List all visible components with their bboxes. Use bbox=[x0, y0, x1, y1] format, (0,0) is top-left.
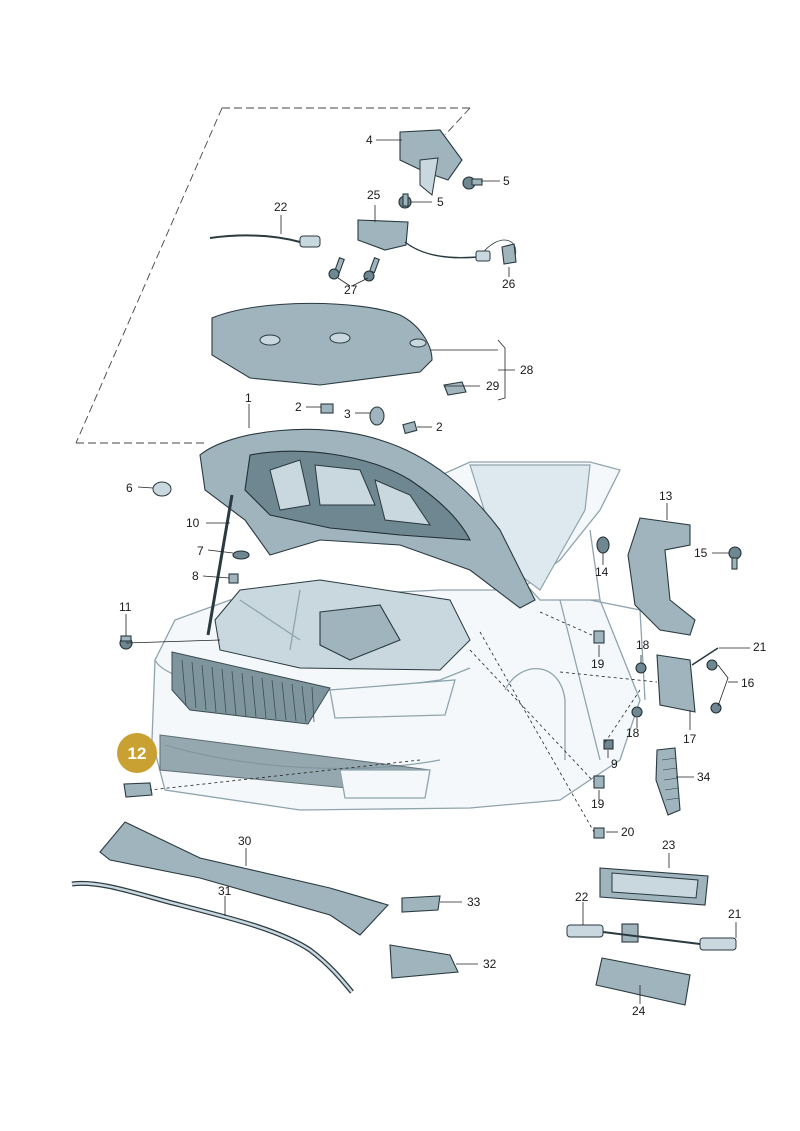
bolt-27a bbox=[328, 257, 345, 280]
callout-2b: 2 bbox=[436, 420, 443, 434]
seal-31-inner bbox=[71, 882, 353, 993]
bolt-27b bbox=[363, 257, 380, 282]
hood-lock bbox=[357, 219, 409, 251]
callout-5b: 5 bbox=[437, 195, 444, 209]
hood-lock-cover bbox=[399, 129, 463, 181]
callout-9: 9 bbox=[611, 757, 618, 771]
callout-25: 25 bbox=[367, 188, 381, 202]
bolt-5a bbox=[462, 176, 483, 190]
car-body bbox=[151, 461, 646, 811]
callout-34: 34 bbox=[697, 770, 711, 784]
callout-23: 23 bbox=[662, 838, 676, 852]
highlight-badge-12[interactable]: 12 bbox=[117, 733, 157, 773]
highlight-badge-label: 12 bbox=[128, 744, 147, 763]
insulation-hole-c bbox=[409, 338, 427, 348]
callout-1: 1 bbox=[245, 391, 252, 405]
callout-19a: 19 bbox=[591, 657, 605, 671]
hood-strut bbox=[206, 494, 234, 636]
buffer-3 bbox=[369, 406, 385, 426]
cable-loop bbox=[479, 239, 517, 257]
callout-28: 28 bbox=[520, 363, 534, 377]
bolt-18b bbox=[631, 706, 643, 718]
nut-16a bbox=[706, 659, 718, 671]
trim-cover-24 bbox=[595, 957, 691, 1006]
highlight-badge-circle bbox=[117, 733, 157, 773]
cable-end bbox=[299, 235, 321, 248]
cable-assembly bbox=[566, 923, 737, 951]
callout-2a: 2 bbox=[295, 400, 302, 414]
callout-16: 16 bbox=[741, 676, 755, 690]
water-deflector-30 bbox=[99, 821, 390, 936]
plug-20 bbox=[593, 827, 605, 839]
callout-4: 4 bbox=[366, 133, 373, 147]
callout-6: 6 bbox=[126, 481, 133, 495]
buffer-2b bbox=[402, 420, 418, 435]
callout-20: 20 bbox=[621, 825, 635, 839]
callout-22b: 22 bbox=[575, 890, 589, 904]
buffer-6 bbox=[152, 481, 172, 497]
callout-3: 3 bbox=[344, 407, 351, 421]
callout-5a: 5 bbox=[503, 174, 510, 188]
clip-14 bbox=[596, 536, 610, 554]
clip-29 bbox=[443, 381, 467, 396]
clip-8 bbox=[228, 573, 239, 584]
housing-inner bbox=[611, 872, 699, 899]
clip-19b bbox=[593, 775, 605, 789]
callout-27: 27 bbox=[344, 283, 358, 297]
callout-21b: 21 bbox=[728, 907, 742, 921]
callout-19b: 19 bbox=[591, 797, 605, 811]
grille-slats bbox=[181, 659, 315, 723]
hood-lock-hook bbox=[419, 157, 439, 196]
leader-lines bbox=[125, 139, 750, 1004]
wheel-housing-13 bbox=[627, 517, 696, 636]
callout-labels: 4 5 5 25 22 27 26 28 29 1 2 3 2 6 10 7 8… bbox=[119, 133, 767, 1018]
bolt-9 bbox=[603, 739, 614, 750]
callout-18b: 18 bbox=[626, 726, 640, 740]
hood-assembly bbox=[199, 428, 536, 609]
insulation-hole-b bbox=[329, 332, 351, 344]
callout-30: 30 bbox=[238, 834, 252, 848]
cable-21 bbox=[691, 647, 719, 666]
inset-frame bbox=[75, 107, 471, 444]
callout-31: 31 bbox=[218, 884, 232, 898]
callout-29: 29 bbox=[486, 379, 500, 393]
hood-insulation bbox=[211, 302, 433, 386]
callout-24: 24 bbox=[632, 1004, 646, 1018]
callout-8: 8 bbox=[192, 569, 199, 583]
callout-11: 11 bbox=[119, 600, 132, 614]
bolt-15 bbox=[728, 546, 742, 570]
callout-10: 10 bbox=[186, 516, 200, 530]
callout-32: 32 bbox=[483, 957, 497, 971]
callout-22a: 22 bbox=[274, 200, 288, 214]
nut-16b bbox=[710, 702, 722, 714]
callout-14: 14 bbox=[595, 565, 609, 579]
callout-13: 13 bbox=[659, 489, 673, 503]
callout-26: 26 bbox=[502, 277, 516, 291]
grommet-7 bbox=[232, 550, 250, 560]
handle-grip bbox=[661, 757, 680, 801]
bolt-18a bbox=[635, 662, 647, 674]
insulation-hole-a bbox=[259, 334, 281, 346]
callout-33: 33 bbox=[467, 895, 481, 909]
callout-18a: 18 bbox=[636, 638, 650, 652]
lock-bracket-17 bbox=[656, 654, 696, 713]
callout-17: 17 bbox=[683, 732, 697, 746]
callout-21a: 21 bbox=[753, 640, 767, 654]
cover-32 bbox=[389, 944, 459, 979]
callout-7: 7 bbox=[197, 544, 204, 558]
release-cable bbox=[209, 234, 301, 243]
part-26 bbox=[501, 243, 517, 265]
release-handle-34 bbox=[655, 747, 681, 816]
cable-plug bbox=[475, 250, 491, 262]
cover-33 bbox=[401, 895, 441, 913]
callout-15: 15 bbox=[694, 546, 708, 560]
buffer-2a bbox=[320, 403, 334, 414]
clip-19a bbox=[593, 630, 605, 644]
bolt-5b bbox=[398, 193, 412, 209]
part-12 bbox=[123, 782, 153, 798]
